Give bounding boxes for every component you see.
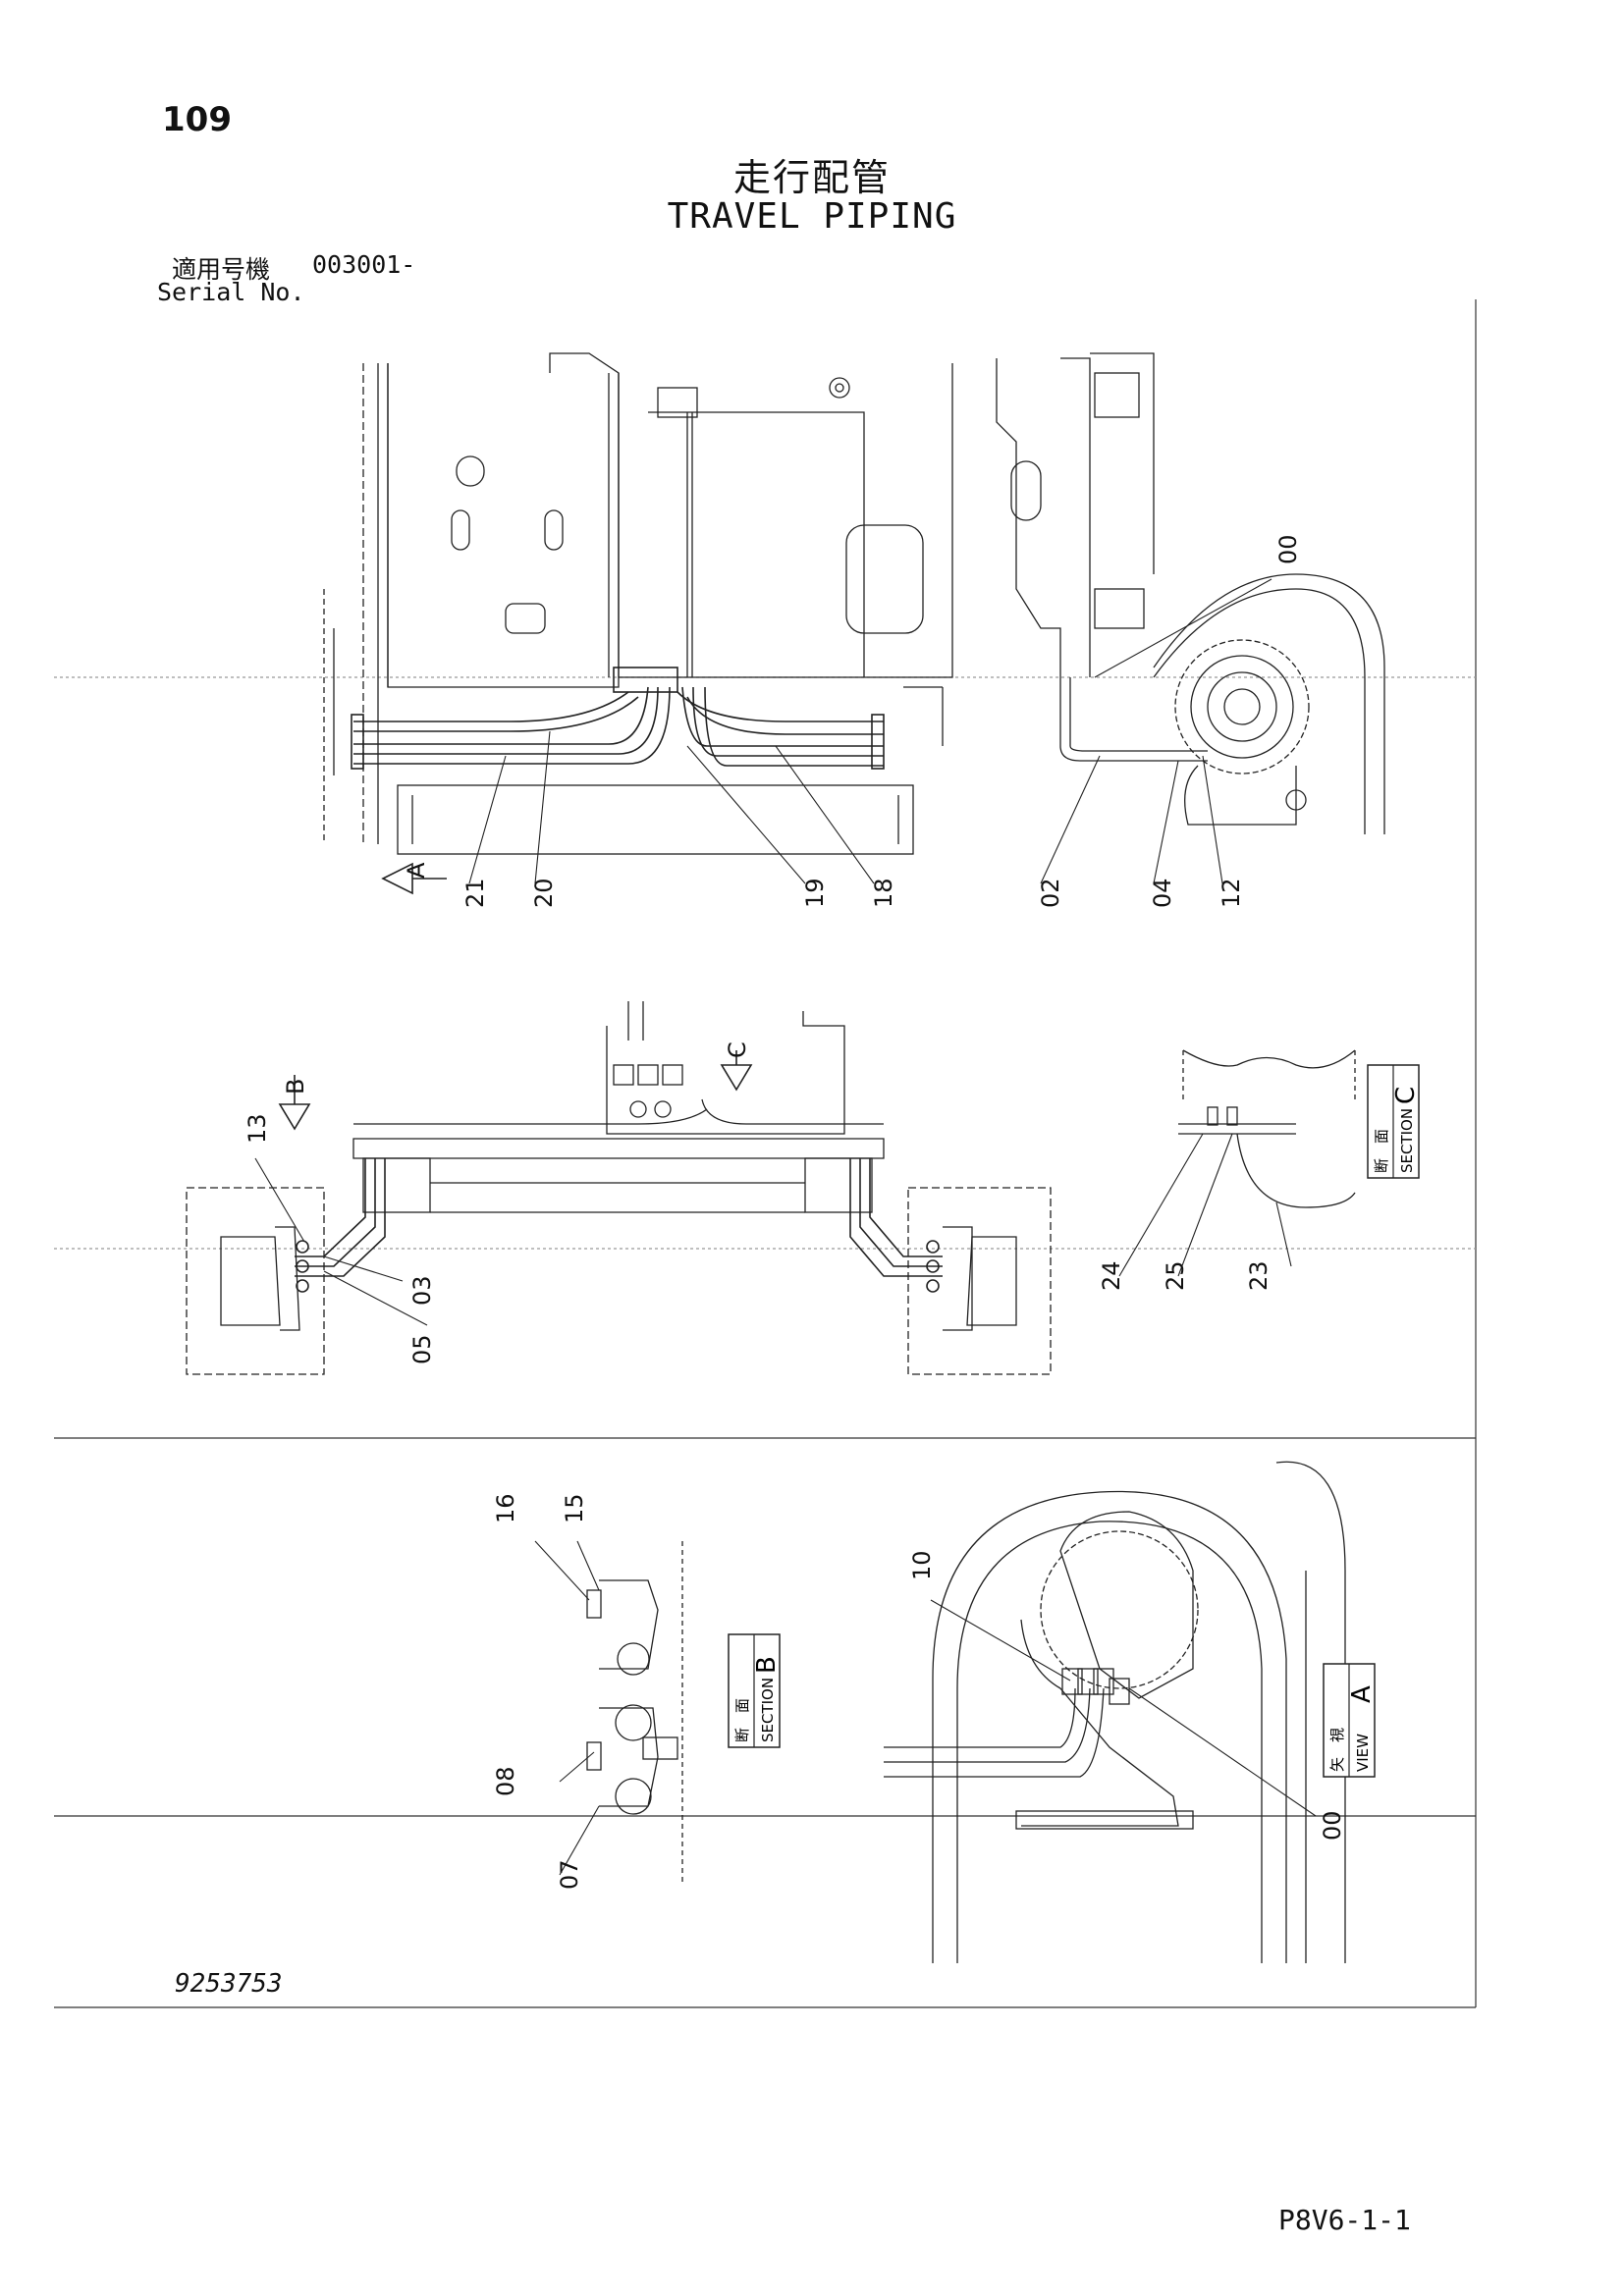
drawing-number: 9253753 xyxy=(175,1969,283,1999)
callout-12: 12 xyxy=(1218,878,1245,908)
top-sprocket-drawing xyxy=(996,352,1385,834)
callout-19: 19 xyxy=(801,878,829,908)
callout-23: 23 xyxy=(1245,1260,1272,1291)
view-a-arrow-letter: A xyxy=(403,862,430,879)
callout-03: 03 xyxy=(408,1275,436,1306)
frame-lines xyxy=(54,299,1477,2008)
view-a-label-jp: 矢 視 xyxy=(1328,1728,1346,1772)
callout-25: 25 xyxy=(1162,1260,1189,1291)
top-frame-drawing xyxy=(323,352,953,855)
section-b-label: 断 面 SECTION B xyxy=(728,1633,782,1748)
section-c-label-en: SECTION xyxy=(1398,1108,1416,1173)
callout-numbers: 21 20 19 18 02 04 12 00 13 03 05 24 25 2… xyxy=(244,534,1346,1890)
callout-00-bottom: 00 xyxy=(1319,1810,1346,1841)
leader-lines xyxy=(254,578,1317,1876)
callout-15: 15 xyxy=(561,1493,588,1523)
callout-08: 08 xyxy=(492,1766,519,1796)
page-number: 109 xyxy=(162,100,232,139)
callout-04: 04 xyxy=(1149,878,1176,908)
section-c-label: 断 面 SECTION C xyxy=(1367,1064,1421,1179)
middle-hose-bundle xyxy=(295,1158,943,1293)
callout-02: 02 xyxy=(1037,878,1064,908)
section-c-label-jp: 断 面 xyxy=(1373,1129,1390,1173)
callout-18: 18 xyxy=(870,878,897,908)
section-b-label-en: SECTION xyxy=(759,1678,777,1742)
section-c-drawing xyxy=(1178,1049,1356,1208)
callout-24: 24 xyxy=(1098,1260,1125,1291)
middle-undercarriage-drawing xyxy=(186,1001,1052,1375)
callout-13: 13 xyxy=(244,1113,271,1144)
page-code: P8V6-1-1 xyxy=(1278,2204,1411,2236)
callout-20: 20 xyxy=(530,878,558,908)
callout-07: 07 xyxy=(556,1859,583,1890)
callout-21: 21 xyxy=(461,878,489,908)
section-b-letter: B xyxy=(752,1656,782,1674)
serial-value: 003001- xyxy=(312,250,416,279)
callout-16: 16 xyxy=(492,1493,519,1523)
callout-00-top: 00 xyxy=(1274,534,1302,564)
view-a-label-en: VIEW xyxy=(1354,1734,1372,1772)
serial-label-english: Serial No. xyxy=(157,278,305,306)
callout-10: 10 xyxy=(908,1550,936,1580)
view-c-arrow-letter: C xyxy=(724,1041,751,1058)
view-arrows xyxy=(278,862,753,1131)
serial-label-japanese: 適用号機 xyxy=(172,255,271,284)
view-a-drawing xyxy=(884,1461,1346,1963)
title-japanese: 走行配管 xyxy=(732,156,891,199)
arrow-letters: A B C xyxy=(282,862,751,1095)
top-hose-bundle xyxy=(351,667,885,770)
section-b-drawing xyxy=(586,1541,683,1885)
title-english: TRAVEL PIPING xyxy=(667,196,957,237)
section-c-letter: C xyxy=(1391,1087,1421,1104)
view-c-arrow xyxy=(720,1064,753,1092)
view-b-arrow-letter: B xyxy=(282,1079,309,1095)
view-a-label: 矢 視 VIEW A xyxy=(1323,1663,1377,1778)
view-b-arrow xyxy=(278,1103,311,1131)
view-a-letter: A xyxy=(1347,1685,1377,1703)
callout-05: 05 xyxy=(408,1334,436,1364)
section-b-label-jp: 断 面 xyxy=(733,1698,751,1742)
